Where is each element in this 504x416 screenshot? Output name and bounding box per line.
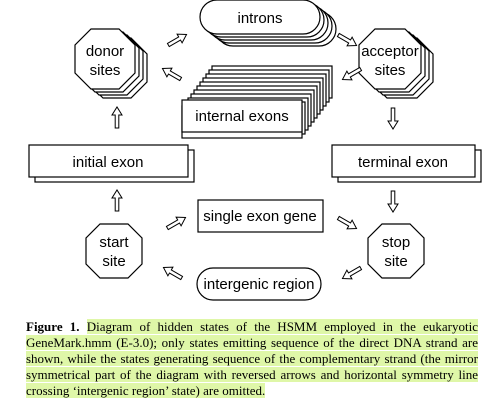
start-label-line2: site bbox=[102, 253, 125, 270]
gene-model-diagram: introns donor sites acceptor sites inter… bbox=[28, 0, 482, 301]
arrow-donor-to-introns bbox=[166, 33, 188, 48]
intergenic-region-label: intergenic region bbox=[204, 276, 315, 293]
arrow-acceptor-to-terminal bbox=[387, 107, 399, 130]
figure-caption: Figure 1. Diagram of hidden states of th… bbox=[26, 319, 478, 399]
arrow-terminal-to-stop bbox=[387, 190, 399, 213]
stop-label-line2: site bbox=[384, 253, 407, 270]
arrow-start-to-initial bbox=[111, 189, 123, 212]
terminal-exon-label: terminal exon bbox=[358, 154, 448, 171]
terminal-exon-node: terminal exon bbox=[331, 144, 482, 183]
single-exon-gene-label: single exon gene bbox=[203, 208, 316, 225]
intergenic-region-node: intergenic region bbox=[196, 267, 322, 301]
arrow-initial-to-donor bbox=[111, 106, 123, 129]
stop-label-line1: stop bbox=[382, 234, 410, 251]
internal-exons-node: internal exons bbox=[181, 65, 333, 139]
arrow-stop-to-intergenic bbox=[341, 265, 363, 280]
introns-label: introns bbox=[237, 10, 282, 27]
acceptor-label-line1: acceptor bbox=[361, 43, 419, 60]
internal-exons-label: internal exons bbox=[195, 108, 288, 125]
start-label-line1: start bbox=[99, 234, 129, 251]
arrow-start-to-single bbox=[165, 216, 187, 231]
caption-label: Figure 1. bbox=[26, 319, 80, 334]
start-site-node: start site bbox=[85, 223, 143, 279]
donor-label-line2: sites bbox=[90, 62, 121, 79]
acceptor-label-line2: sites bbox=[375, 62, 406, 79]
arrow-internal-to-donor bbox=[161, 67, 183, 82]
arrow-intergenic-to-start bbox=[162, 266, 184, 281]
arrow-single-to-stop bbox=[336, 215, 358, 230]
initial-exon-node: initial exon bbox=[28, 144, 195, 183]
introns-node: introns bbox=[199, 0, 337, 47]
single-exon-gene-node: single exon gene bbox=[197, 199, 324, 233]
donor-sites-node: donor sites bbox=[74, 28, 148, 99]
initial-exon-label: initial exon bbox=[73, 154, 144, 171]
arrow-acceptor-to-internal bbox=[341, 66, 363, 81]
arrow-introns-to-acceptor bbox=[336, 32, 358, 47]
caption-text: Diagram of hidden states of the HSMM emp… bbox=[26, 319, 478, 398]
stop-site-node: stop site bbox=[367, 223, 425, 279]
acceptor-sites-node: acceptor sites bbox=[358, 28, 434, 99]
donor-label-line1: donor bbox=[86, 43, 124, 60]
